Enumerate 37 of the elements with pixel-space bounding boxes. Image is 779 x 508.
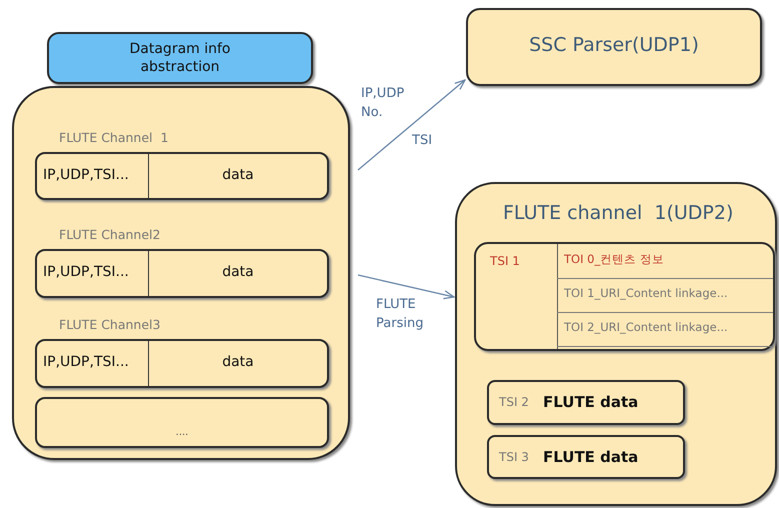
- box-title: SSC Parser(UDP1): [528, 34, 700, 56]
- record-box: [474, 242, 775, 351]
- field-label: TOI 2_URI_Content linkage...: [564, 320, 728, 334]
- ellipsis-text: ....: [174, 427, 190, 438]
- field-label: data: [221, 354, 255, 370]
- field-label: IP,UDP,TSI...: [43, 354, 129, 370]
- arrow: [358, 79, 466, 170]
- channel-label: FLUTE Channel 1: [59, 130, 168, 145]
- field-label: data: [221, 167, 255, 183]
- field-label: TOI 1_URI_Content linkage...: [564, 286, 728, 300]
- record-box: [487, 380, 685, 425]
- process-box: [466, 8, 762, 86]
- field-label: IP,UDP,TSI...: [43, 167, 129, 183]
- header-box: [47, 32, 313, 84]
- record-box: [35, 249, 329, 298]
- record-box: [35, 397, 329, 448]
- edge-label: FLUTE Parsing: [376, 296, 424, 333]
- field-label: FLUTE data: [543, 393, 638, 411]
- field-label: TOI 0_컨텐츠 정보: [564, 252, 664, 267]
- field-label: TSI 1: [490, 254, 520, 268]
- record-box: [35, 152, 329, 200]
- field-label: data: [221, 264, 255, 280]
- container-box: [455, 182, 777, 506]
- field-label: TSI 3: [499, 450, 529, 464]
- arrow: [358, 274, 455, 300]
- field-label: TSI 2: [499, 395, 529, 409]
- channel-label: FLUTE Channel2: [59, 227, 160, 242]
- field-label: FLUTE data: [543, 448, 638, 466]
- container-box: [12, 86, 350, 460]
- box-label: Datagram info abstraction: [128, 40, 232, 76]
- annotation-text: TSI: [412, 133, 432, 148]
- channel-label: FLUTE Channel3: [59, 317, 160, 332]
- edge-label: IP,UDP No.: [361, 85, 406, 122]
- field-label: IP,UDP,TSI...: [43, 264, 129, 280]
- box-title: FLUTE channel 1(UDP2): [503, 202, 734, 224]
- record-box: [35, 339, 329, 388]
- record-box: [487, 435, 685, 479]
